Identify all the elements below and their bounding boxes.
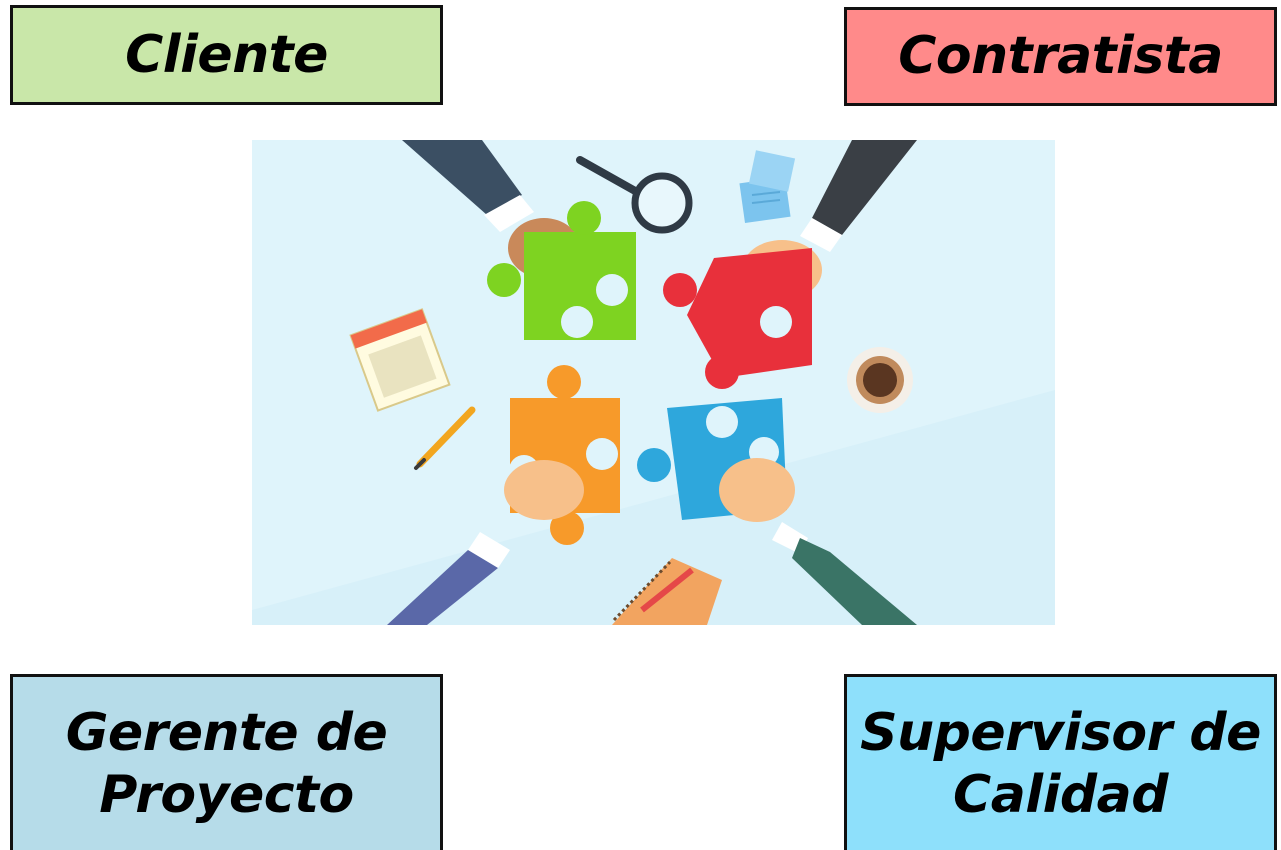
calendar-icon: [349, 308, 451, 412]
teamwork-puzzle-illustration: [252, 140, 1055, 625]
role-label-gerente-line2: Proyecto: [99, 765, 354, 825]
project-manager-arm: [387, 460, 584, 625]
notebook-icon: [612, 558, 722, 625]
green-puzzle-piece: [487, 201, 636, 340]
red-puzzle-piece: [663, 248, 812, 389]
coffee-cup-icon: [847, 347, 913, 413]
role-label-cliente: Cliente: [125, 24, 328, 85]
role-box-contratista: Contratista: [844, 7, 1277, 106]
role-box-supervisor-de-calidad: Supervisor de Calidad: [844, 674, 1277, 850]
role-label-contratista: Contratista: [898, 26, 1223, 87]
role-label-gerente-line1: Gerente de: [65, 702, 388, 763]
role-box-cliente: Cliente: [10, 5, 443, 105]
role-box-gerente-de-proyecto: Gerente de Proyecto: [10, 674, 443, 850]
pencil-icon: [414, 406, 476, 470]
role-label-supervisor-line1: Supervisor de: [860, 702, 1261, 763]
quality-supervisor-arm: [719, 458, 917, 625]
magnifying-glass-icon: [576, 156, 693, 234]
role-label-supervisor-line2: Calidad: [953, 765, 1168, 825]
sticky-notes-icon: [739, 150, 796, 224]
